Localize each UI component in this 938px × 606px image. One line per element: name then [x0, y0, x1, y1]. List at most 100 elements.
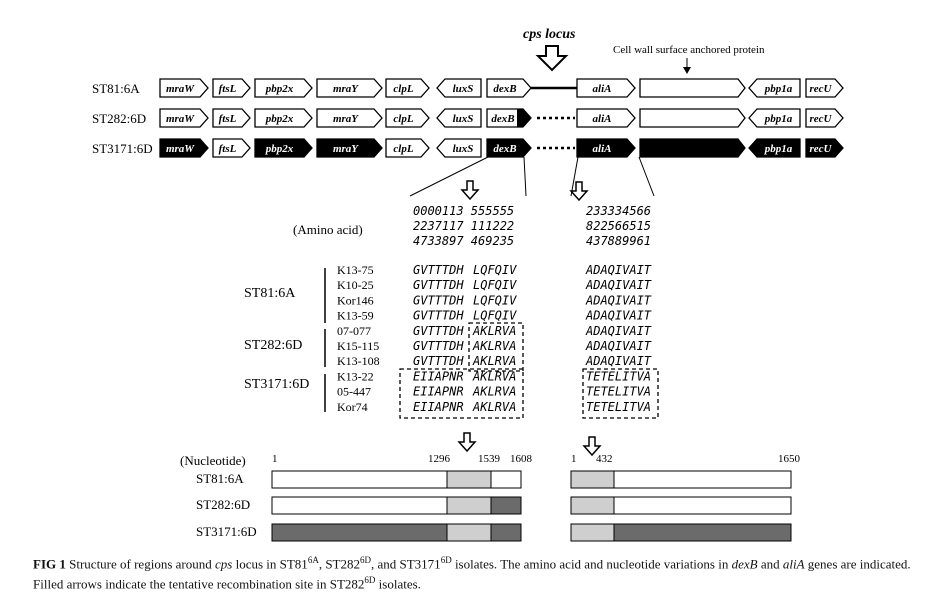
strain-id: 05-447: [337, 385, 371, 399]
alia-seq: TETELITVA: [586, 400, 651, 414]
gene-label: dexB: [493, 143, 516, 155]
surface-protein-gene: [639, 78, 746, 98]
gene-label: aliA: [593, 113, 612, 125]
dexb-seq-1: EIIAPNR: [413, 400, 464, 414]
dexb-seq-2: AKLRVA: [472, 339, 516, 353]
gene-aliA: aliA: [576, 138, 636, 158]
gene-dexB: dexB: [486, 108, 532, 128]
gene-label: ftsL: [219, 143, 237, 155]
dexb-tick-label: 1296: [428, 453, 451, 465]
dexb-segment: [446, 523, 492, 542]
locus-row-label: ST3171:6D: [92, 141, 153, 156]
gene-aliA: aliA: [576, 108, 636, 128]
cps-locus-label: cps locus: [523, 27, 576, 42]
gene-mraY: mraY: [316, 78, 383, 98]
dexb-seq-1: GVTTTDH: [413, 293, 464, 307]
strain-id: 07-077: [337, 324, 371, 338]
alia-seq: ADAQIVAIT: [585, 309, 652, 323]
caption-text: locus in ST81: [232, 556, 308, 572]
gene-arrow: [159, 108, 209, 128]
caption-dexb: dexB: [731, 556, 758, 572]
gene-label: recU: [810, 113, 833, 125]
gene-arrow: [212, 138, 251, 158]
gene-label: mraY: [333, 113, 359, 125]
gene-pbp1a: pbp1a: [748, 78, 801, 98]
gene-label: mraY: [333, 83, 359, 95]
recombination-arrow-dexb-bottom: [457, 432, 477, 453]
gene-mraW: mraW: [159, 78, 209, 98]
gene-pbp1a: pbp1a: [748, 108, 801, 128]
gene-arrow: [385, 138, 430, 158]
gene-label: aliA: [593, 83, 612, 95]
dexb-position-row: 0000113 555555: [413, 204, 514, 218]
dexb-segment: [490, 496, 522, 515]
gene-mraW: mraW: [159, 138, 209, 158]
gene-clpL: clpL: [385, 108, 430, 128]
gene-luxS: luxS: [436, 138, 482, 158]
alia-seq: ADAQIVAIT: [585, 354, 652, 368]
figure-caption: FIG 1 Structure of regions around cps lo…: [33, 552, 913, 593]
surface-protein-arrow: [683, 58, 691, 74]
gene-pbp2x: pbp2x: [254, 78, 313, 98]
surface-protein-gene: [639, 138, 746, 158]
cps-italic: cps locus: [523, 27, 576, 42]
gene-arrow: [159, 138, 209, 158]
gene-arrow-fill: [517, 109, 531, 127]
dexb-seq-1: EIIAPNR: [413, 369, 464, 383]
gene-label: clpL: [393, 113, 413, 125]
caption-sup: 6D: [364, 575, 376, 586]
gene-recU: recU: [805, 108, 844, 128]
alia-segment: [613, 496, 792, 515]
nucleotide-bar-row: ST282:6D: [196, 496, 792, 515]
caption-text: , and ST3171: [370, 556, 441, 572]
caption-sup: 6A: [307, 555, 319, 565]
alia-tick-label: 1: [571, 453, 577, 465]
gene-dexB: dexB: [486, 138, 532, 158]
gene-clpL: clpL: [385, 78, 430, 98]
gene-label: pbp1a: [764, 83, 793, 95]
gene-arrow: [576, 78, 636, 98]
gene-arrow: [748, 138, 801, 158]
alia-segment: [570, 470, 615, 489]
dexb-segment: [490, 523, 522, 542]
recombination-arrow-alia-bottom: [582, 436, 602, 457]
caption-sup: 6D: [359, 555, 371, 565]
dexb-seq-1: GVTTTDH: [413, 354, 464, 368]
locus-row-label: ST282:6D: [92, 111, 146, 126]
strain-id: K13-75: [337, 263, 374, 277]
gene-dexB: dexB: [486, 78, 532, 98]
alia-tick-label: 432: [596, 453, 613, 465]
gene-label: mraW: [166, 83, 195, 95]
dexb-seq-1: GVTTTDH: [413, 263, 464, 277]
gene-label: pbp1a: [764, 113, 793, 125]
alia-box-st3171: [582, 368, 659, 419]
amino-acid-label: (Amino acid): [293, 222, 363, 237]
gene-arrow: [805, 138, 844, 158]
gene-label: ftsL: [219, 83, 237, 95]
gene-ftsL: ftsL: [212, 78, 251, 98]
cps-hollow-arrow: [535, 45, 569, 72]
gene-arrow: [385, 108, 430, 128]
gene-label: luxS: [453, 83, 474, 95]
dexb-seq-1: EIIAPNR: [413, 385, 464, 399]
dexb-seq-2: LQFQIV: [473, 293, 517, 307]
gene-arrow: [254, 108, 313, 128]
alia-seq: ADAQIVAIT: [585, 324, 652, 338]
figure-canvas: cps locus Cell wall surface anchored pro…: [92, 27, 844, 542]
caption-text: isolates. The amino acid and nucleotide …: [451, 556, 732, 572]
gene-arrow: [254, 138, 313, 158]
gene-label: luxS: [453, 143, 474, 155]
strain-id: K13-22: [337, 369, 374, 383]
gene-recU: recU: [805, 78, 844, 98]
nucleotide-row-label: ST81:6A: [196, 471, 244, 486]
alia-tick-label: 1650: [778, 453, 801, 465]
dexb-segment: [446, 470, 492, 489]
gene-ftsL: ftsL: [212, 138, 251, 158]
recombination-arrow-dexb-top: [460, 180, 480, 201]
